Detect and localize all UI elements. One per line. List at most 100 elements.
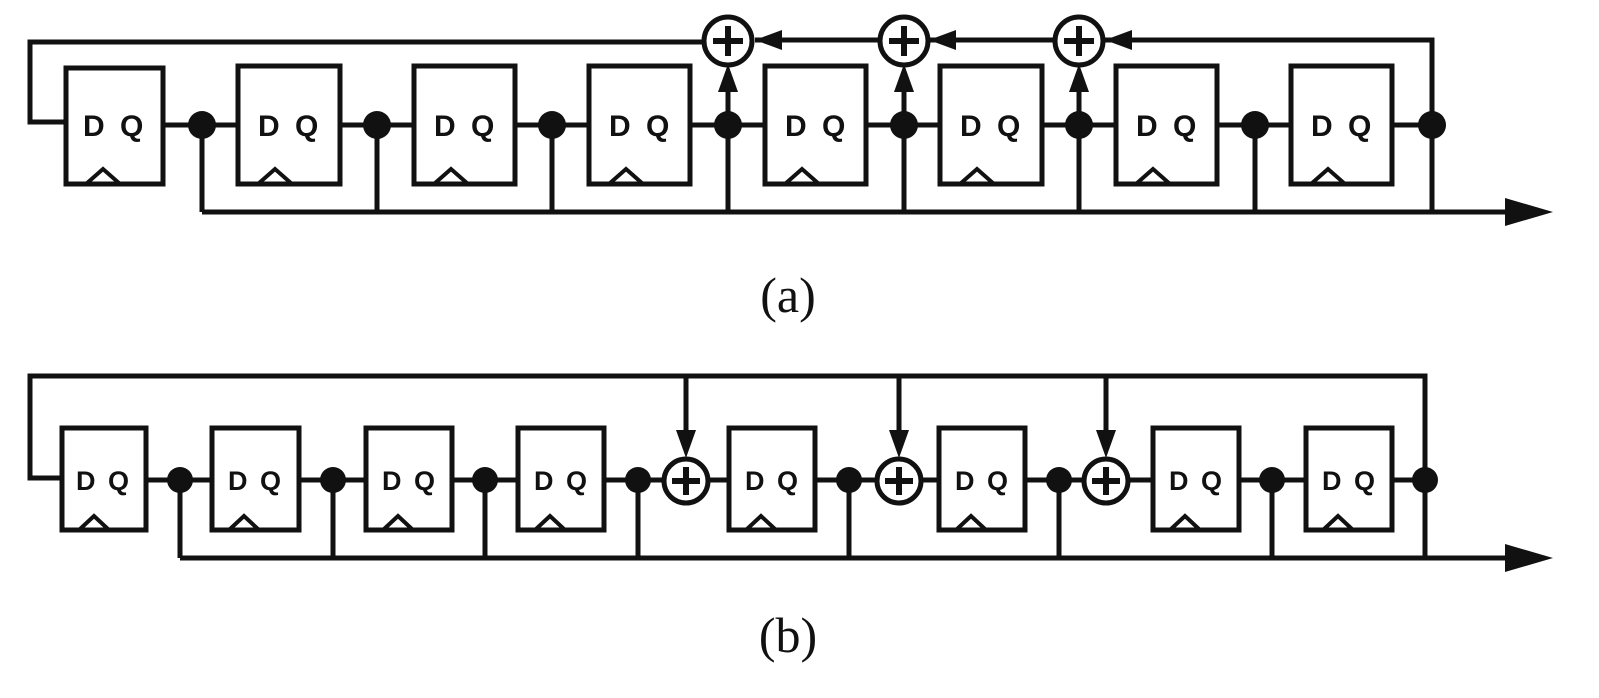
clock-icon bbox=[533, 513, 567, 532]
arrow-a-tap3 bbox=[1069, 64, 1089, 92]
flipflop-b-5: D Q bbox=[726, 425, 818, 533]
flipflop-a-8: D Q bbox=[1288, 63, 1395, 187]
d-label: D bbox=[434, 110, 456, 143]
caption-b: (b) bbox=[759, 607, 817, 663]
xor-gates-b bbox=[661, 456, 1131, 506]
clock-icon bbox=[1134, 166, 1172, 186]
flipflop-a-4: D Q bbox=[586, 63, 693, 187]
junction-dot bbox=[167, 467, 193, 493]
xor-icon bbox=[874, 456, 924, 506]
junction-dot bbox=[714, 111, 742, 139]
q-label: Q bbox=[295, 110, 318, 143]
junction-dot bbox=[363, 111, 391, 139]
q-label: Q bbox=[471, 110, 494, 143]
junction-dot bbox=[1259, 467, 1285, 493]
junction-dot bbox=[890, 111, 918, 139]
xor-icon bbox=[661, 456, 711, 506]
junction-dot bbox=[1241, 111, 1269, 139]
junction-dot bbox=[1065, 111, 1093, 139]
clock-icon bbox=[607, 166, 645, 186]
arrow-b-drop1 bbox=[676, 430, 696, 458]
q-label: Q bbox=[566, 466, 587, 496]
xor-icon bbox=[1052, 14, 1106, 68]
q-label: Q bbox=[777, 466, 798, 496]
clock-icon bbox=[227, 513, 261, 532]
flipflop-b-8: D Q bbox=[1303, 425, 1395, 533]
d-label: D bbox=[745, 466, 765, 496]
d-label: D bbox=[76, 466, 96, 496]
flipflop-b-3: D Q bbox=[363, 425, 455, 533]
q-label: Q bbox=[997, 110, 1020, 143]
junction-dot bbox=[836, 467, 862, 493]
flipflop-b-6: D Q bbox=[936, 425, 1028, 533]
junction-dot bbox=[625, 467, 651, 493]
flipflop-a-7: D Q bbox=[1113, 63, 1220, 187]
q-label: Q bbox=[822, 110, 845, 143]
flipflop-a-1: D Q bbox=[63, 65, 166, 187]
q-label: Q bbox=[1348, 110, 1371, 143]
clock-icon bbox=[958, 166, 996, 186]
flipflop-b-1: D Q bbox=[59, 425, 149, 533]
arrow-a-xor3-in bbox=[1105, 30, 1132, 50]
clock-icon bbox=[381, 513, 415, 532]
arrow-a-xor2-in bbox=[929, 30, 956, 50]
arrow-a-tap1 bbox=[718, 64, 738, 92]
d-label: D bbox=[228, 466, 248, 496]
flipflop-a-6: D Q bbox=[937, 63, 1045, 187]
junction-dot bbox=[188, 111, 216, 139]
clock-icon bbox=[1168, 513, 1202, 532]
q-label: Q bbox=[646, 110, 669, 143]
junctions-b bbox=[167, 467, 1438, 493]
output-arrow-a bbox=[1505, 198, 1553, 226]
d-label: D bbox=[382, 466, 402, 496]
q-label: Q bbox=[1201, 466, 1222, 496]
clock-icon bbox=[744, 513, 778, 532]
arrow-b-drop3 bbox=[1096, 430, 1116, 458]
q-label: Q bbox=[414, 466, 435, 496]
panel-b bbox=[27, 373, 1553, 572]
flipflop-a-3: D Q bbox=[411, 63, 518, 187]
junction-dot bbox=[1418, 111, 1446, 139]
junction-dot bbox=[538, 111, 566, 139]
junctions-a bbox=[188, 111, 1446, 139]
d-label: D bbox=[1169, 466, 1189, 496]
clock-icon bbox=[432, 166, 470, 186]
flipflops-a: D Q D Q D Q D Q D Q bbox=[63, 63, 1395, 187]
xor-icon bbox=[1081, 456, 1131, 506]
clock-icon bbox=[77, 513, 111, 532]
d-label: D bbox=[83, 110, 105, 143]
xor-gates-a bbox=[701, 14, 1106, 68]
d-label: D bbox=[609, 110, 631, 143]
flipflop-b-4: D Q bbox=[515, 425, 607, 533]
junction-dot bbox=[1412, 467, 1438, 493]
clock-icon bbox=[1321, 513, 1355, 532]
clock-icon bbox=[1309, 166, 1347, 186]
caption-a: (a) bbox=[760, 267, 816, 323]
flipflop-b-7: D Q bbox=[1150, 425, 1242, 533]
arrow-a-xor1-in bbox=[755, 30, 782, 50]
xor-icon bbox=[701, 14, 755, 68]
q-label: Q bbox=[260, 466, 281, 496]
clock-icon bbox=[954, 513, 988, 532]
d-label: D bbox=[955, 466, 975, 496]
feedback-wire-a bbox=[27, 39, 715, 125]
junction-dot bbox=[472, 467, 498, 493]
q-label: Q bbox=[987, 466, 1008, 496]
flipflops-b: D Q D Q D Q D Q D Q bbox=[59, 425, 1395, 533]
output-arrow-b bbox=[1505, 544, 1553, 572]
clock-icon bbox=[783, 166, 821, 186]
d-label: D bbox=[1322, 466, 1342, 496]
xor-icon bbox=[877, 14, 931, 68]
feedback-wire-b bbox=[27, 373, 1428, 481]
d-label: D bbox=[1136, 110, 1158, 143]
d-label: D bbox=[258, 110, 280, 143]
arrow-a-tap2 bbox=[894, 64, 914, 92]
q-label: Q bbox=[120, 110, 143, 143]
flipflop-b-2: D Q bbox=[209, 425, 302, 533]
clock-icon bbox=[84, 166, 122, 186]
d-label: D bbox=[960, 110, 982, 143]
flipflop-a-5: D Q bbox=[762, 63, 869, 187]
tap-return-wire-a bbox=[1105, 37, 1435, 125]
flipflop-a-2: D Q bbox=[235, 63, 343, 187]
